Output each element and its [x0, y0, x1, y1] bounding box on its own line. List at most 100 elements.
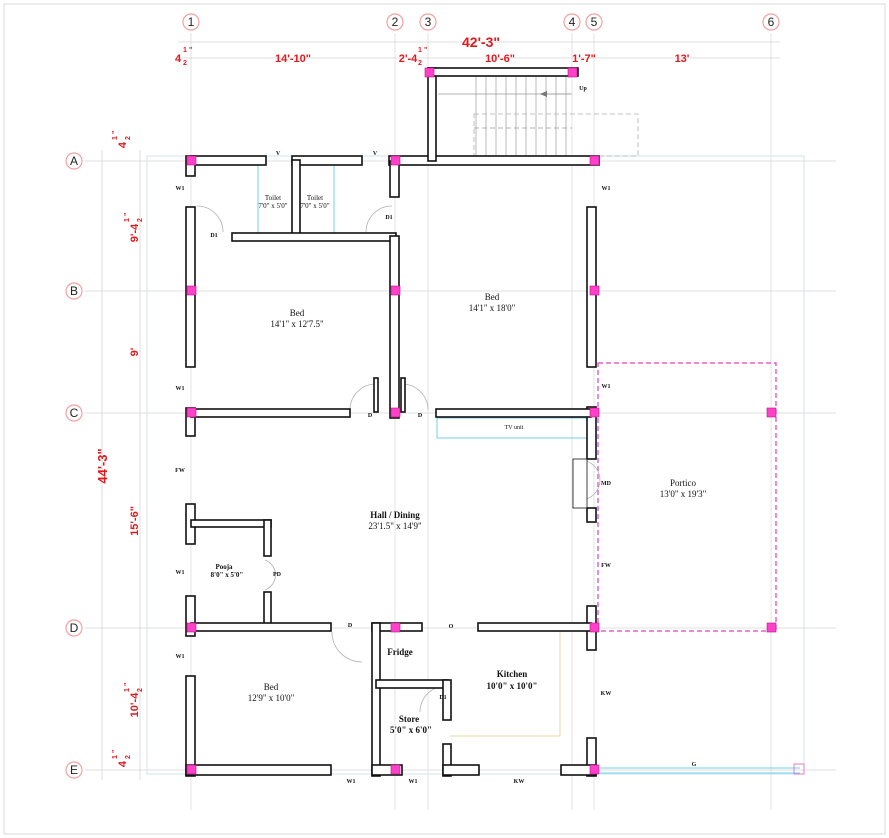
column [589, 407, 600, 418]
main-door-frame [572, 458, 588, 509]
column [589, 285, 600, 296]
wall-toilet-bottom [231, 232, 397, 242]
wall-store-top [375, 679, 449, 689]
column [390, 407, 401, 418]
kitchen-window-tag: KW [601, 691, 612, 697]
door-leaf [373, 377, 379, 413]
dim-left-ab: 9'-4 1 2 " [124, 213, 144, 243]
door-tag: D1 [210, 233, 217, 239]
dim-top-1-num: 1 [183, 47, 187, 54]
wall-col2 [389, 160, 400, 198]
dim-left-de-whole: 10'-4 [129, 692, 141, 718]
kitchen-window-tag: KW [514, 779, 525, 785]
door-tag: D [348, 623, 353, 629]
window-tag: W1 [602, 186, 611, 192]
fixtures [257, 162, 805, 775]
grid-label-3: 3 [425, 15, 432, 29]
column [390, 155, 401, 166]
window-tag: W1 [409, 779, 418, 785]
opening-tag: O [449, 624, 454, 630]
walls [185, 67, 600, 777]
tv-unit-label: TV unit [505, 425, 524, 431]
wall-top [388, 155, 600, 166]
dim-top-3-inch: " [424, 47, 427, 54]
column [186, 764, 197, 775]
row-bubbles: A B C D E [65, 152, 83, 779]
dim-top-4: 10'-6" [485, 53, 515, 65]
window-tag: W1 [176, 186, 185, 192]
wall-col2 [389, 235, 400, 419]
staircase: Up [438, 72, 639, 157]
grid-label-4: 4 [569, 15, 576, 29]
fixed-window-tag: FW [601, 563, 611, 569]
dim-left-a: 4 1 2 " [112, 131, 132, 148]
door-tag: D [368, 413, 373, 419]
grid-bubble-2 [386, 13, 404, 31]
dim-left-de: 10'-4 1 2 " [124, 683, 144, 718]
dim-left-e-inch: " [112, 750, 119, 753]
door-leaf [400, 377, 406, 413]
wall-store-right [442, 743, 452, 777]
grid-bubble-1 [182, 13, 200, 31]
wall-store-left [371, 622, 381, 777]
grid-label-1: 1 [188, 15, 195, 29]
column [390, 285, 401, 296]
dim-left-cd: 15'-6" [129, 506, 141, 536]
dim-left-e-num: 1 [112, 755, 119, 759]
door-swing-bed2 [401, 383, 429, 411]
grid-bubble-b [65, 282, 83, 300]
bed3-size: 12'9" x 10'0" [248, 693, 295, 703]
grid-label-b: B [70, 284, 78, 298]
fixed-window-tag: FW [175, 468, 185, 474]
wall-bottom [371, 764, 403, 776]
dim-left-de-inch: " [124, 683, 131, 686]
grid-bubble-6 [762, 13, 780, 31]
dim-left-ab-inch: " [124, 213, 131, 216]
door-swing-main [579, 459, 601, 501]
dim-top-2: 14'-10" [275, 53, 311, 65]
door-tag: D1 [385, 215, 392, 221]
grid-label-6: 6 [768, 15, 775, 29]
gate-tag: G [692, 762, 697, 768]
wall-right [586, 406, 597, 460]
dim-top-6: 13' [675, 53, 690, 65]
wall-top [190, 155, 267, 166]
toilet1-size: 7'0" x 5'0" [258, 202, 287, 210]
dim-left-a-whole: 4 [117, 141, 129, 148]
kitchen-name: Kitchen [497, 669, 528, 679]
grid-bubble-e [65, 761, 83, 779]
bed3-name: Bed [264, 682, 279, 692]
plinth-outline [146, 155, 805, 775]
column [186, 285, 197, 296]
door-swing-bed3 [331, 631, 363, 663]
bed1-size: 14'1" x 12'7.5" [270, 319, 324, 329]
window-tag: W1 [176, 654, 185, 660]
hall-size: 23'1.5" x 14'9" [368, 521, 422, 531]
dim-top-1-whole: 4 [175, 53, 182, 65]
window-tag: W1 [347, 779, 356, 785]
wall-row-c [435, 408, 592, 418]
dim-left-e-whole: 4 [117, 760, 129, 767]
grid-bubble-4 [563, 13, 581, 31]
wall-bottom [442, 764, 480, 776]
dim-left-ab-den: 2 [137, 218, 144, 222]
door-tag: D1 [439, 695, 446, 701]
door-swings [196, 205, 601, 713]
grid-bubble-a [65, 152, 83, 170]
pooja-door-tag: PD [273, 572, 282, 578]
pooja-name: Pooja [215, 563, 233, 571]
wall-right [586, 507, 597, 523]
column [186, 622, 197, 633]
dim-left-e: 4 1 2 " [112, 750, 132, 767]
grid-lines [85, 33, 836, 810]
column [424, 67, 435, 78]
hall-name: Hall / Dining [370, 510, 420, 520]
column [766, 407, 777, 418]
wall-left [185, 675, 196, 777]
column [186, 155, 197, 166]
grid-bubble-c [65, 404, 83, 422]
grid-label-2: 2 [392, 15, 399, 29]
dim-left-a-inch: " [112, 131, 119, 134]
window-tag: W1 [176, 570, 185, 576]
column-bubbles: 1 2 3 4 5 6 [182, 13, 780, 31]
